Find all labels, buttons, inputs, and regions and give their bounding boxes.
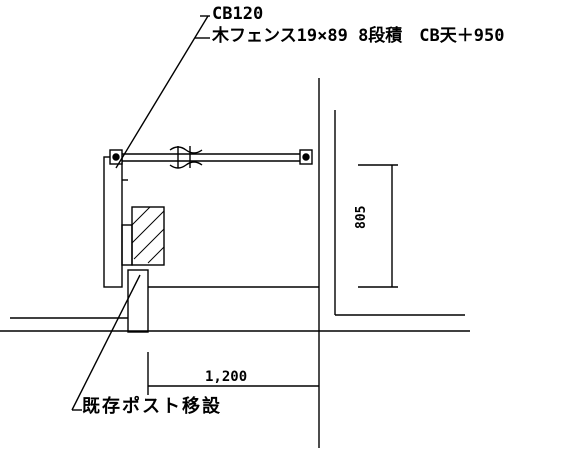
fence-post-column bbox=[103, 156, 123, 288]
leader-post bbox=[71, 274, 141, 411]
existing-post-hatch bbox=[131, 206, 165, 264]
existing-post-symbol bbox=[131, 206, 165, 266]
label-fence-spec: 木フェンス19×89 8段積 CB天＋950 bbox=[212, 26, 505, 46]
label-existing-post: 既存ポスト移設 bbox=[82, 396, 222, 417]
label-cb120: CB120 bbox=[212, 4, 264, 24]
dimension-horizontal: 1,200 bbox=[205, 369, 248, 385]
dimension-vertical: 805 bbox=[354, 205, 369, 229]
post-footing bbox=[127, 269, 149, 333]
gate-latch-symbol bbox=[169, 146, 203, 169]
leader-cb120 bbox=[115, 15, 209, 169]
hinge-right-bolt bbox=[302, 153, 310, 161]
post-base bbox=[121, 224, 133, 266]
hinge-left-bolt bbox=[112, 153, 120, 161]
